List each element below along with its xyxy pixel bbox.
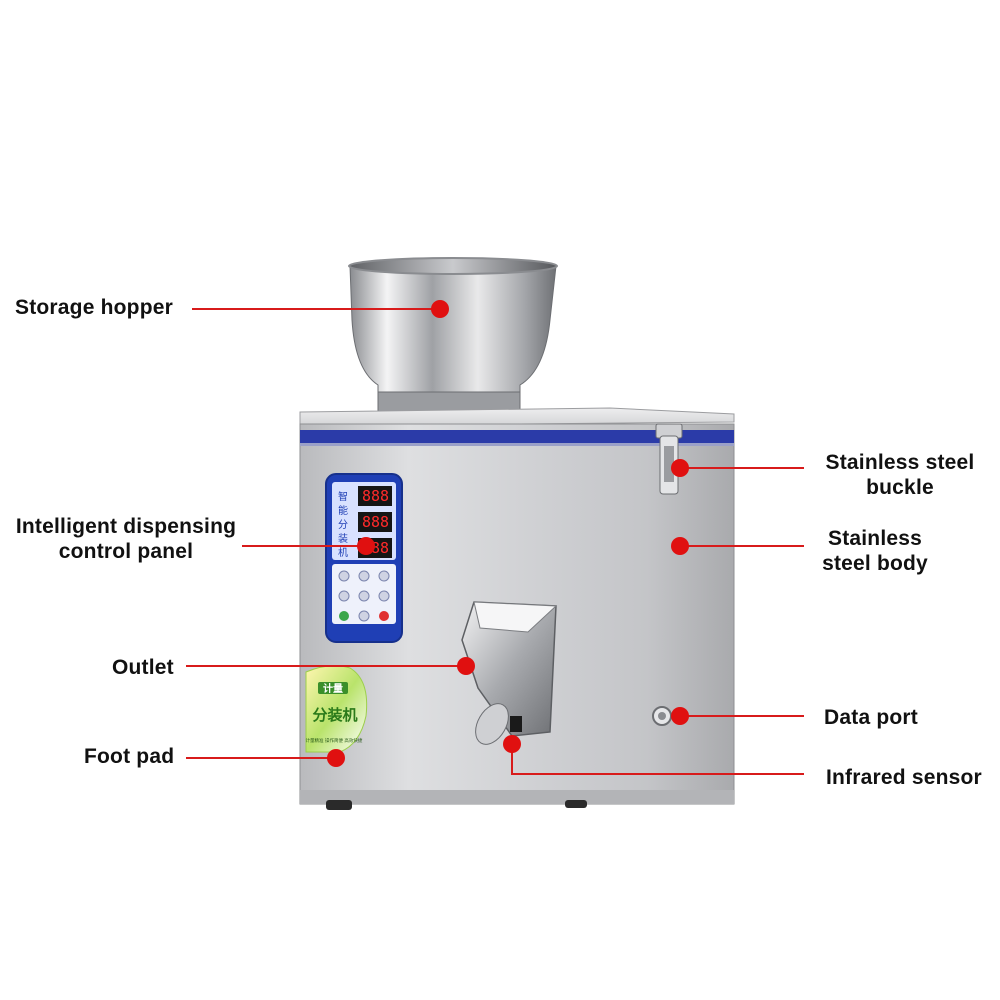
control-panel: 888 888 888 <box>325 473 403 643</box>
panel-header-char: 分 <box>338 519 348 531</box>
label-data-port: Data port <box>824 706 918 729</box>
svg-text:888: 888 <box>362 487 389 505</box>
product-badge: 计量 分装机 计量精准 操作简便 高效快捷 <box>305 665 368 753</box>
callout-dots <box>327 300 689 767</box>
svg-text:888: 888 <box>362 513 389 531</box>
label-steel-body: Stainless steel body <box>812 526 938 576</box>
outlet-chute <box>461 601 558 745</box>
steel-buckle <box>655 423 683 495</box>
data-port <box>652 706 672 726</box>
label-steel-body-line1: Stainless <box>827 527 922 550</box>
label-storage-hopper: Storage hopper <box>15 296 173 319</box>
label-control-panel-line1: Intelligent dispensing <box>15 515 237 538</box>
panel-header-char: 智 <box>338 490 348 503</box>
foot-pad-front <box>326 800 352 810</box>
body-top-plate <box>299 407 735 427</box>
panel-header-char: 装 <box>338 532 348 545</box>
badge-tagline: 计量精准 操作简便 高效快捷 <box>306 737 363 744</box>
foot-pad-rear <box>565 800 587 808</box>
label-steel-buckle-line2: buckle <box>866 476 934 499</box>
panel-header-char: 机 <box>338 546 348 559</box>
label-control-panel-line2: control panel <box>58 540 194 563</box>
callout-lines <box>186 308 804 775</box>
label-steel-buckle: Stainless steel buckle <box>812 450 988 500</box>
label-steel-buckle-line1: Stainless steel <box>825 451 975 474</box>
badge-line1: 计量 <box>323 682 343 695</box>
label-control-panel: Intelligent dispensing control panel <box>10 514 242 564</box>
label-infrared-sensor: Infrared sensor <box>826 766 982 789</box>
label-foot-pad: Foot pad <box>84 745 175 768</box>
label-steel-body-line2: steel body <box>822 552 928 575</box>
panel-header-char: 能 <box>338 504 348 517</box>
storage-hopper <box>348 257 558 413</box>
badge-line2: 分装机 <box>312 706 357 724</box>
label-outlet: Outlet <box>112 656 174 679</box>
